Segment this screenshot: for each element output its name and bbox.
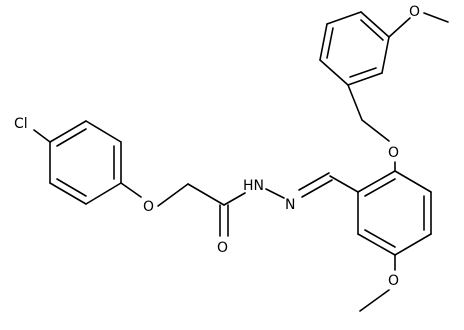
atom-label-o-phenoxy: O: [143, 199, 154, 215]
bond-upper-ring: [360, 11, 390, 38]
bond-chlorophenyl-ring: [49, 120, 87, 143]
bond-upper-double: [349, 67, 377, 78]
bond-central-ring: [357, 233, 396, 256]
bond-upper-double: [360, 19, 384, 41]
bond-o-ch3-bottom: [359, 289, 390, 312]
atom-label-o-benzyloxy: O: [388, 145, 399, 161]
bond-o-ch3-top: [423, 12, 449, 23]
bond-chlorophenyl-double: [56, 178, 87, 197]
bond-c-nh: [223, 192, 246, 206]
bond-ch2-c: [187, 183, 225, 206]
atom-label-cl: Cl: [14, 116, 28, 132]
bond-upper-double: [326, 27, 334, 59]
bond-upper-ring: [319, 23, 328, 61]
bond-chlorophenyl-double: [56, 128, 87, 147]
bond-upper-ring: [347, 72, 383, 86]
bond-central-ring: [394, 170, 432, 193]
bond-nh-n: [265, 188, 285, 199]
bond-chlorophenyl-ring: [85, 182, 122, 205]
bond-ring-o-methoxy-top: [388, 17, 411, 38]
atom-label-n: N: [285, 197, 295, 213]
bond-ch-ring: [329, 175, 359, 193]
bond-n-ch-double: [298, 172, 330, 191]
bond-ring-o: [120, 182, 142, 198]
atom-label-o-carbonyl: O: [217, 240, 228, 256]
bond-upper-ring: [319, 59, 349, 86]
atom-labels: Cl O O HN N O O O: [14, 4, 420, 289]
bond-upper-ring: [326, 11, 362, 25]
atom-label-nh: HN: [243, 178, 264, 194]
bond-central-ring: [394, 233, 432, 256]
bond-ch2-upper-ring: [347, 84, 363, 121]
bond-n-ch-double: [301, 179, 333, 198]
bonds: [33, 11, 449, 312]
bond-o-ch2: [157, 183, 189, 207]
bond-central-double: [364, 178, 396, 197]
bond-upper-ring: [381, 36, 390, 74]
bond-o-ch2-benzyl: [361, 119, 390, 142]
bond-central-double: [364, 229, 396, 248]
atom-label-o-methoxy-top: O: [409, 4, 420, 20]
bond-chlorophenyl-ring: [49, 182, 87, 205]
atom-label-o-methoxy-bottom: O: [388, 273, 399, 289]
bond-central-ring: [357, 170, 396, 193]
bond-chlorophenyl-ring: [85, 120, 122, 143]
bond-c-cl: [33, 129, 51, 143]
